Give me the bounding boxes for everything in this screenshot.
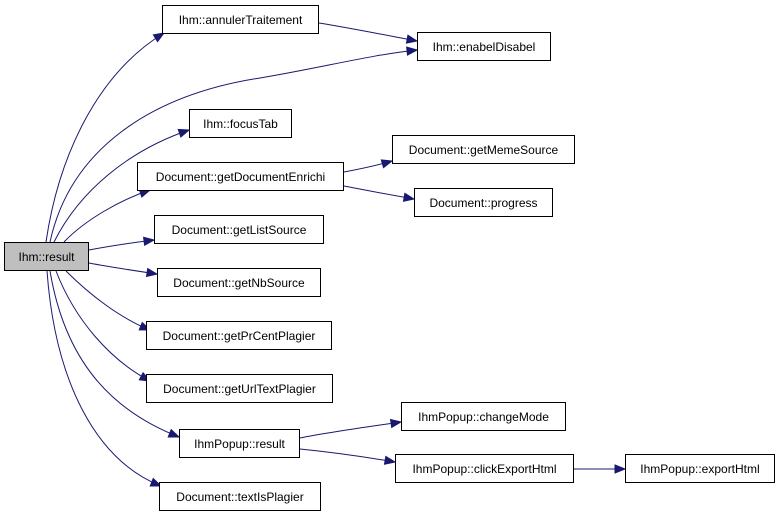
node-document-getmemesource[interactable]: Document::getMemeSource <box>392 135 575 164</box>
edge-ihm-result-to-document-geturltextplagier <box>55 270 151 382</box>
edge-ihmpopup-result-to-ihmpopup-clickexporthtml-arrowhead <box>383 455 397 465</box>
edge-ihm-result-to-document-getprcentplagier <box>65 270 151 331</box>
edge-ihm-result-to-document-getdocumentenrichi <box>63 189 151 243</box>
node-document-getnbsource[interactable]: Document::getNbSource <box>157 268 321 297</box>
node-document-textisplagier[interactable]: Document::textIsPlagier <box>159 482 321 511</box>
edge-ihm-annulertraitement-to-ihm-enabeldisabel-arrowhead <box>405 34 419 44</box>
node-document-progress[interactable]: Document::progress <box>414 188 553 217</box>
edge-ihm-result-to-ihm-annulertraitement-arrowhead <box>152 32 166 43</box>
node-ihm-annulertraitement[interactable]: Ihm::annulerTraitement <box>162 5 319 34</box>
node-ihmpopup-changemode[interactable]: IhmPopup::changeMode <box>401 402 566 431</box>
node-ihm-focustab[interactable]: Ihm::focusTab <box>189 109 292 138</box>
edge-ihm-result-to-ihm-annulertraitement <box>45 32 165 243</box>
edge-ihm-result-to-ihm-enabeldisabel <box>49 49 418 243</box>
edge-ihm-result-to-document-textisplagier <box>46 270 162 487</box>
node-ihmpopup-exporthtml[interactable]: IhmPopup::exportHtml <box>625 454 775 483</box>
edge-ihm-result-to-document-textisplagier-arrowhead <box>149 477 163 487</box>
node-document-getdocumentenrichi[interactable]: Document::getDocumentEnrichi <box>137 162 344 191</box>
edge-ihmpopup-result-to-ihmpopup-clickexporthtml <box>299 448 396 463</box>
edge-ihm-annulertraitement-to-ihm-enabeldisabel <box>318 22 418 42</box>
node-document-geturltextplagier[interactable]: Document::getUrlTextPlagier <box>146 374 333 403</box>
edge-ihmpopup-result-to-ihmpopup-changemode <box>299 421 402 439</box>
node-ihmpopup-clickexporthtml[interactable]: IhmPopup::clickExportHtml <box>395 454 574 483</box>
edge-ihmpopup-result-to-ihmpopup-changemode-arrowhead <box>389 418 403 429</box>
node-ihm-result: Ihm::result <box>4 242 89 271</box>
node-document-getlistsource[interactable]: Document::getListSource <box>154 215 324 244</box>
edge-ihm-result-to-ihmpopup-result <box>49 270 180 438</box>
node-ihm-enabeldisabel[interactable]: Ihm::enabelDisabel <box>417 32 551 61</box>
edge-ihm-result-to-document-getlistsource-arrowhead <box>142 236 156 247</box>
edge-ihm-result-to-ihmpopup-result-arrowhead <box>167 428 181 438</box>
node-document-getprcentplagier[interactable]: Document::getPrCentPlagier <box>146 321 332 350</box>
edge-document-getdocumentenrichi-to-document-getmemesource-arrowhead <box>380 159 394 169</box>
edge-ihm-result-to-document-getnbsource-arrowhead <box>145 267 159 278</box>
edge-ihm-result-to-ihm-focustab <box>53 129 190 243</box>
edge-ihmpopup-clickexporthtml-to-ihmpopup-exporthtml-arrowhead <box>614 464 627 474</box>
node-ihmpopup-result[interactable]: IhmPopup::result <box>179 429 300 458</box>
edge-document-getdocumentenrichi-to-document-progress <box>343 185 415 200</box>
edge-document-getdocumentenrichi-to-document-progress-arrowhead <box>402 192 416 202</box>
edge-ihm-result-to-ihm-enabeldisabel-arrowhead <box>406 46 419 56</box>
edge-ihm-result-to-ihm-focustab-arrowhead <box>177 128 191 138</box>
